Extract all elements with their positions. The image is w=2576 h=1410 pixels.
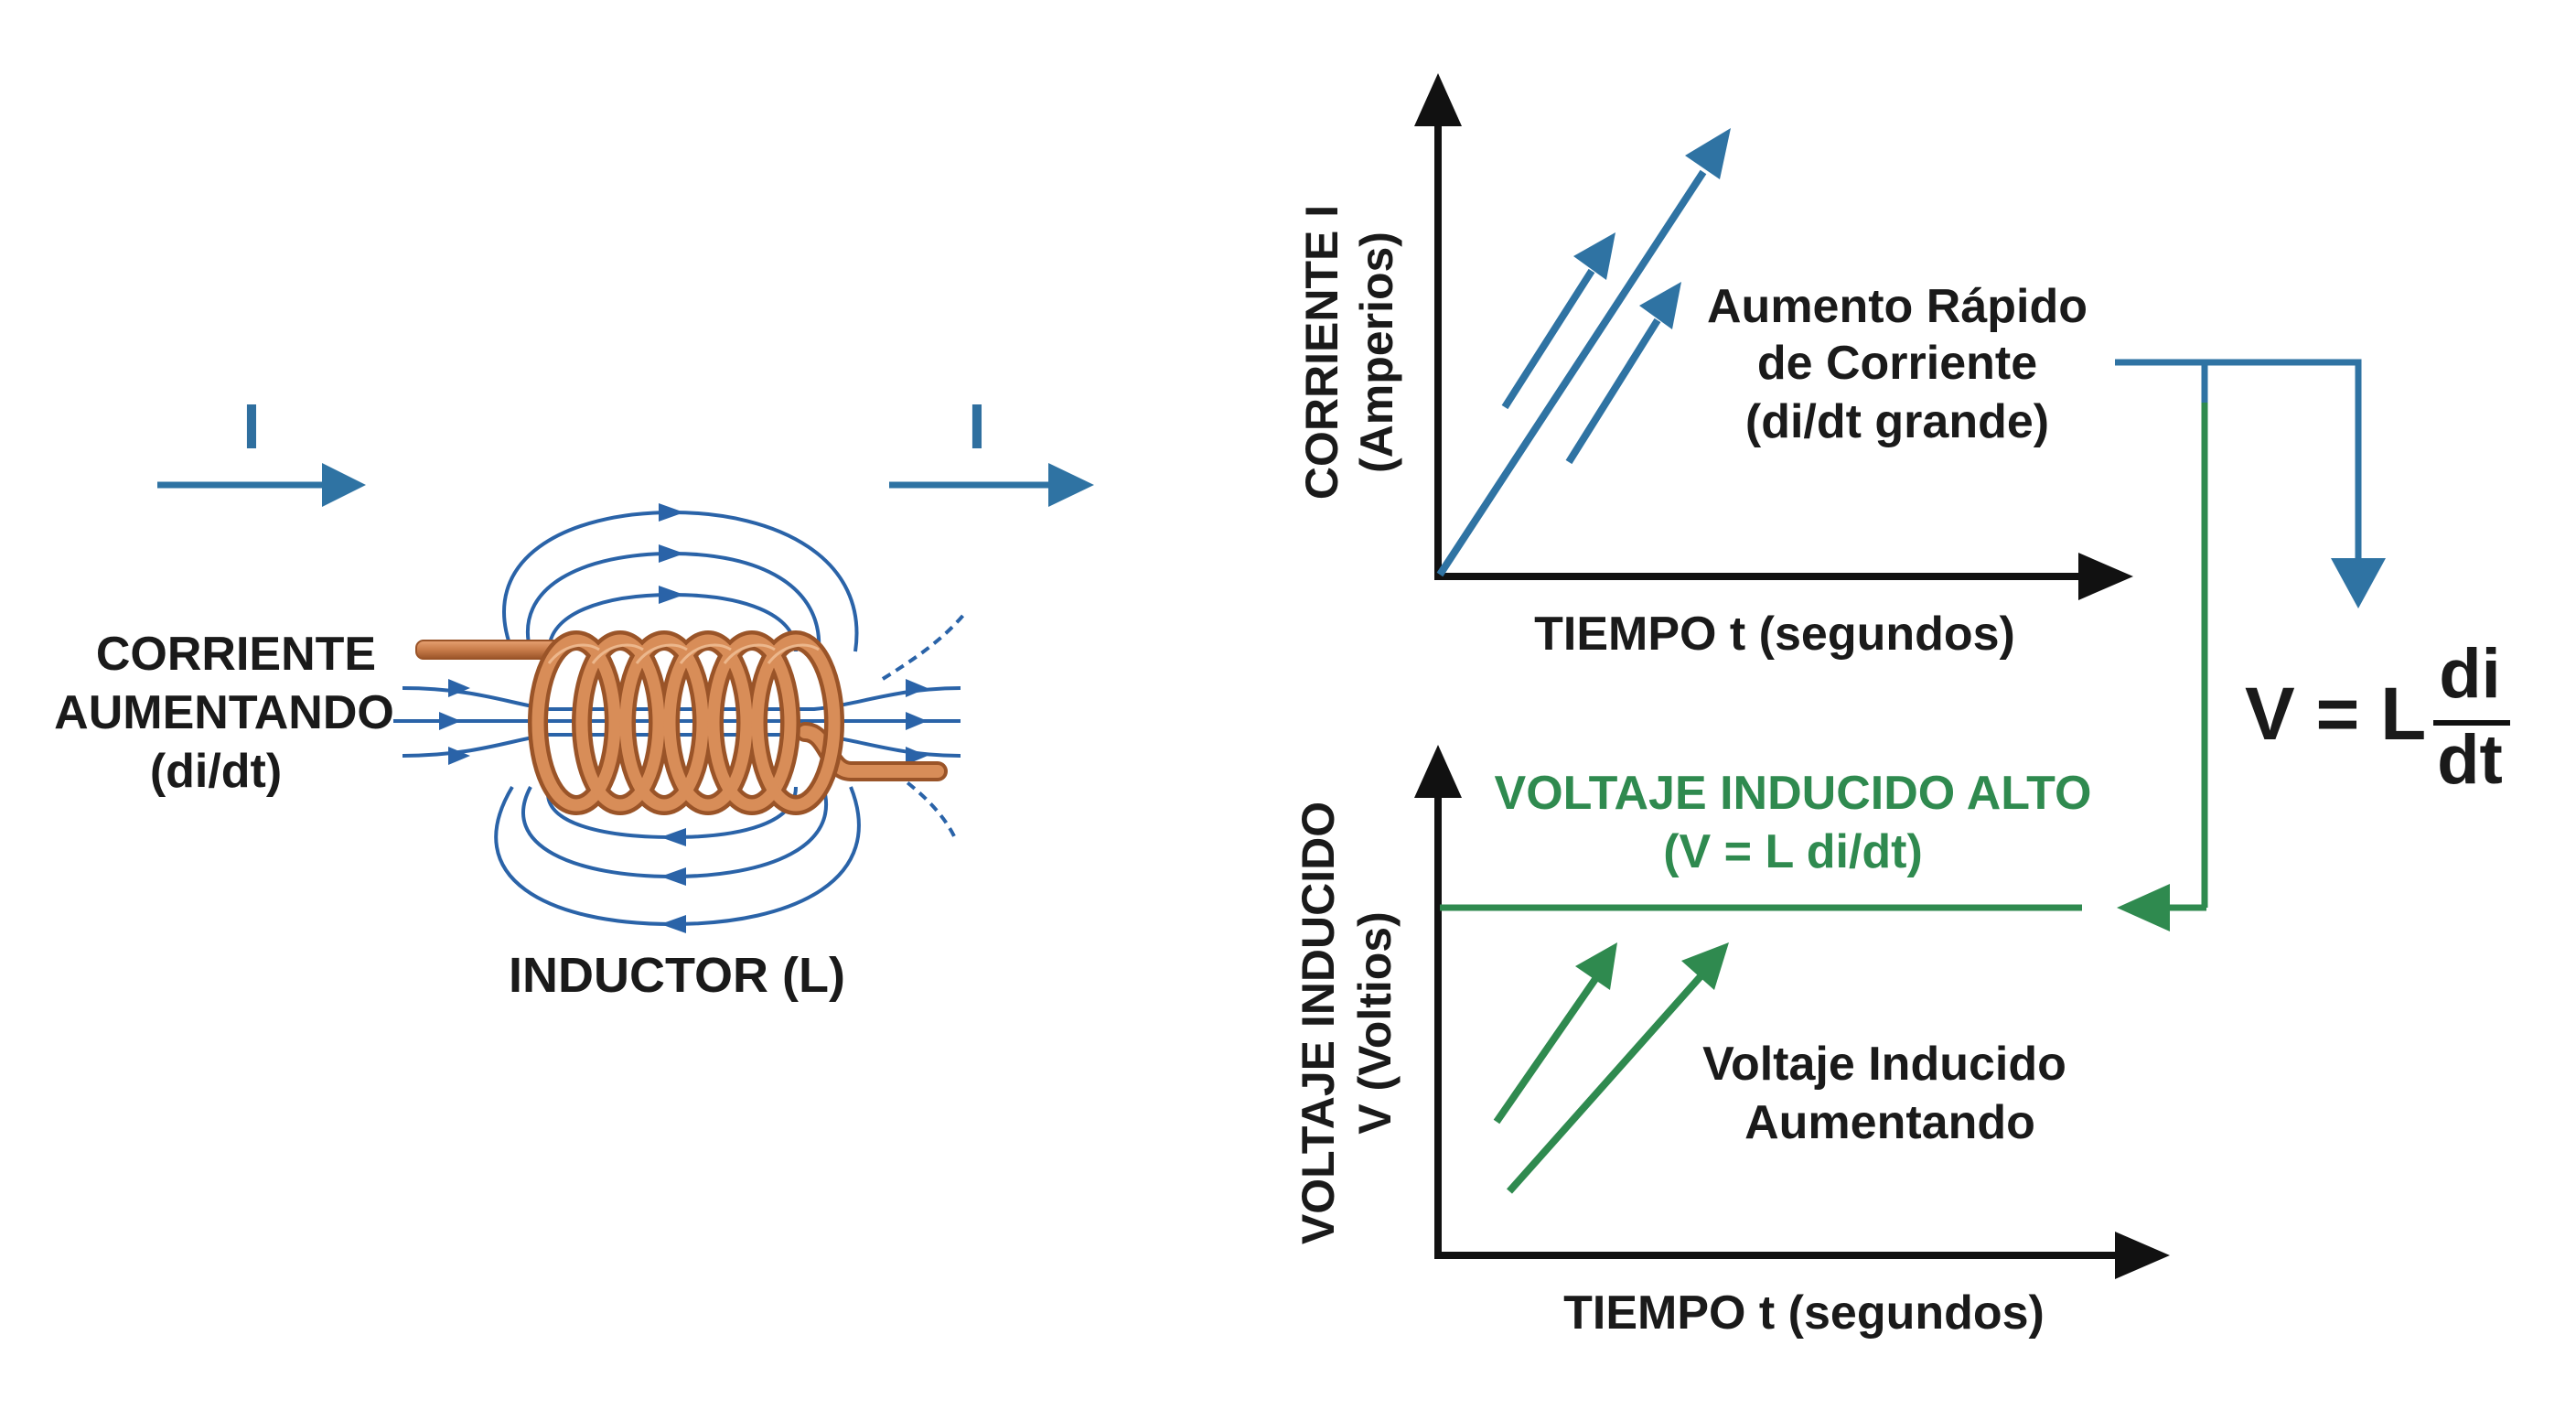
field-arrows xyxy=(439,503,928,933)
bottom-graph-annotation: Voltaje Inducido Aumentando xyxy=(1702,1038,2066,1149)
svg-text:Aumento Rápido: Aumento Rápido xyxy=(1707,280,2088,333)
top-graph-x-label: TIEMPO t (segundos) xyxy=(1534,608,2015,661)
top-graph-axes xyxy=(1414,73,2133,600)
input-current-label: CORRIENTE AUMENTANDO (di/dt) xyxy=(54,628,394,798)
inductor-label: INDUCTOR (L) xyxy=(509,948,845,1003)
svg-text:(V = L di/dt): (V = L di/dt) xyxy=(1663,825,1923,878)
svg-text:(di/dt grande): (di/dt grande) xyxy=(1745,395,2049,448)
svg-text:di: di xyxy=(2439,635,2501,713)
inductance-formula: V = L di dt xyxy=(2245,635,2510,799)
rise-indicator-arrow-2 xyxy=(1565,282,1681,465)
bottom-graph-x-label: TIEMPO t (segundos) xyxy=(1563,1286,2045,1340)
voltage-level-label: VOLTAJE INDUCIDO ALTO (V = L di/dt) xyxy=(1495,767,2092,878)
svg-text:de Corriente: de Corriente xyxy=(1757,337,2037,390)
rise-indicator-arrow-1 xyxy=(1501,232,1615,410)
current-arrow-right xyxy=(889,463,1094,507)
svg-text:CORRIENTE: CORRIENTE xyxy=(96,628,376,681)
connector-to-formula xyxy=(2115,359,2386,608)
current-symbol-right: I xyxy=(968,391,985,462)
svg-text:Voltaje Inducido: Voltaje Inducido xyxy=(1702,1038,2066,1091)
current-arrow-left xyxy=(157,463,366,507)
copper-coil xyxy=(415,630,948,815)
svg-text:V (Voltios): V (Voltios) xyxy=(1349,911,1401,1135)
svg-text:(di/dt): (di/dt) xyxy=(150,745,282,798)
voltage-rise-arrow-2 xyxy=(1507,942,1729,1194)
svg-text:AUMENTANDO: AUMENTANDO xyxy=(54,686,394,739)
svg-text:VOLTAJE INDUCIDO: VOLTAJE INDUCIDO xyxy=(1293,802,1344,1244)
svg-text:V = L: V = L xyxy=(2245,673,2426,756)
current-rise-line xyxy=(1436,128,1731,577)
current-symbol-left: I xyxy=(242,391,260,462)
svg-text:Aumentando: Aumentando xyxy=(1744,1096,2035,1149)
svg-text:VOLTAJE INDUCIDO ALTO: VOLTAJE INDUCIDO ALTO xyxy=(1495,767,2092,820)
bottom-graph-axes xyxy=(1414,745,2170,1279)
svg-text:dt: dt xyxy=(2437,721,2503,799)
bottom-graph-y-label: VOLTAJE INDUCIDO V (Voltios) xyxy=(1293,802,1401,1244)
top-graph-annotation: Aumento Rápido de Corriente (di/dt grand… xyxy=(1707,280,2088,448)
top-graph-y-label: CORRIENTE I (Amperios) xyxy=(1296,205,1402,500)
voltage-rise-arrow-1 xyxy=(1493,942,1617,1125)
svg-text:(Amperios): (Amperios) xyxy=(1351,231,1402,473)
svg-text:CORRIENTE I: CORRIENTE I xyxy=(1296,205,1347,500)
connector-to-voltage-graph xyxy=(2117,362,2208,931)
